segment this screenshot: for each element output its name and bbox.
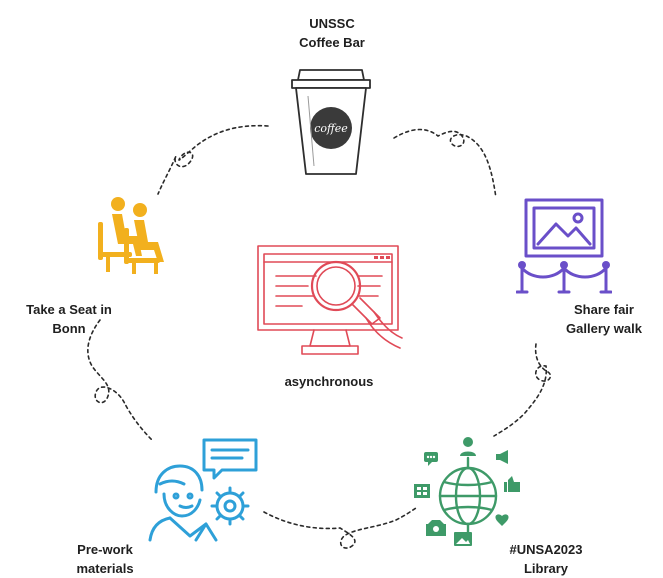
library-node [410,436,530,548]
label-library: #UNSA2023 Library [509,542,583,576]
chairs-icon [98,197,164,274]
label-coffee-bar: UNSSC Coffee Bar [299,16,365,50]
person-chat-gear-icon [148,438,258,542]
coffee-cup-icon: coffee [291,69,371,175]
coffee-cup-node: coffee [280,56,382,180]
connector-right [493,343,552,437]
connector-bottom [263,507,417,549]
label-center: asynchronous [284,374,374,389]
label-gallery-walk: Share fair Gallery walk [566,302,642,336]
chairs-node [92,196,172,274]
pre-work-node [146,436,262,542]
connector-left [87,319,153,441]
cup-logo-text: coffee [314,122,348,135]
center-node [254,242,404,360]
label-take-a-seat: Take a Seat in Bonn [26,302,112,336]
connector-top-right [393,128,497,199]
globe-network-icon [414,437,520,546]
label-pre-work: Pre-work materials [76,542,134,576]
gallery-node [515,196,613,294]
gallery-frame-icon [515,198,613,294]
magnifier-monitor-icon [257,245,403,355]
connector-top-left [157,124,269,195]
